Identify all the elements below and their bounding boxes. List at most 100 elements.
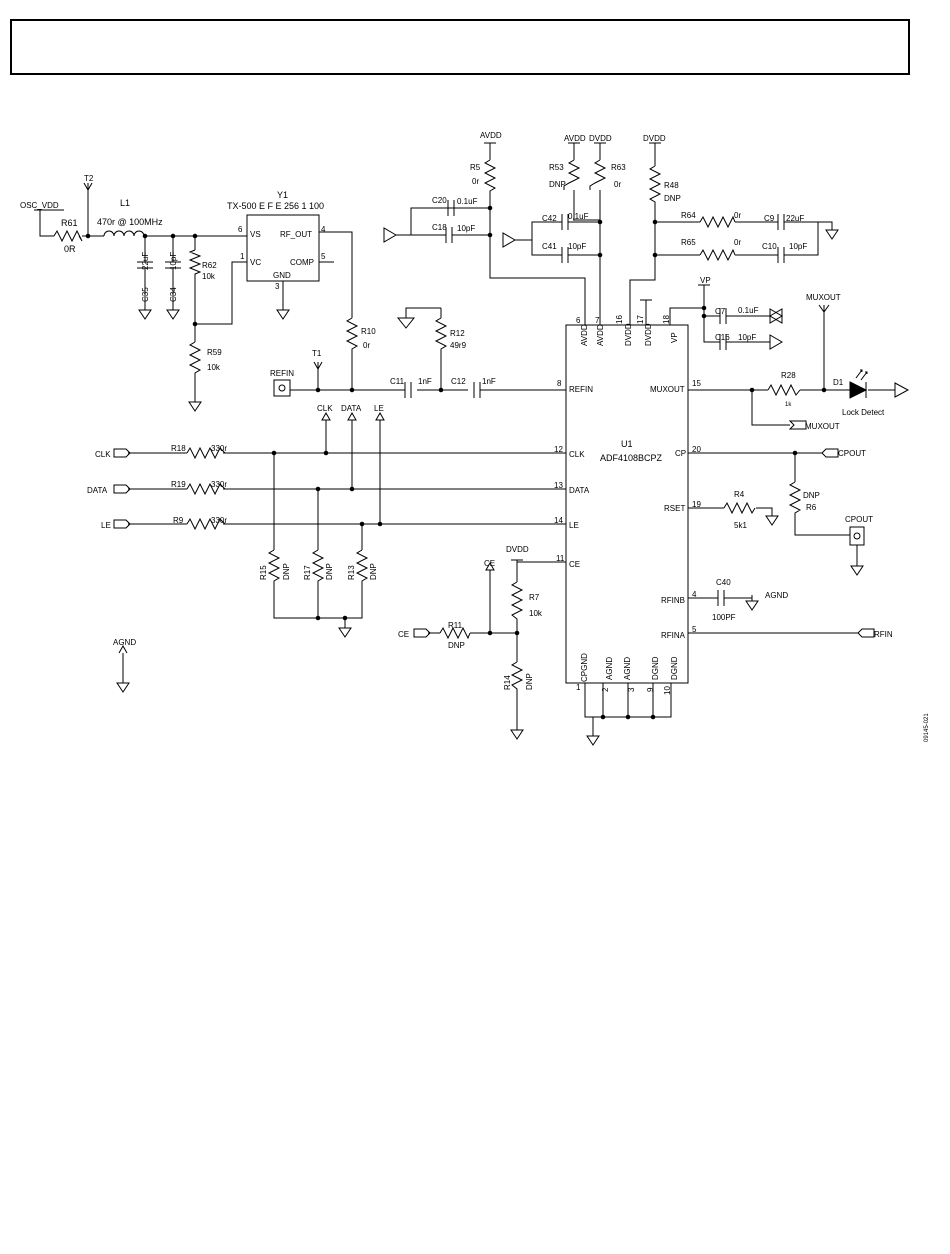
- r48-value: DNP: [664, 194, 681, 203]
- r6-ref: R6: [806, 503, 817, 512]
- u1-pnum-2: 2: [601, 687, 610, 692]
- u1-pnum-9: 9: [646, 687, 655, 692]
- c16-value: 10pF: [738, 333, 756, 342]
- c16-symbol: [719, 334, 732, 350]
- r5-value: 0r: [472, 177, 479, 186]
- u1-pin-dvdd16: DVDD: [624, 323, 633, 346]
- c40-value: 100PF: [712, 613, 736, 622]
- r65-symbol: [699, 248, 736, 262]
- r11-symbol: [439, 626, 471, 640]
- net-dvdd-b: DVDD: [643, 134, 666, 143]
- net-le-in: LE: [101, 521, 111, 530]
- c20-ref: C20: [432, 196, 447, 205]
- u1-pnum-13: 13: [554, 481, 563, 490]
- r28-symbol: [767, 383, 801, 397]
- net-cpout-port: CPOUT: [838, 449, 866, 458]
- net-agnd-left: AGND: [113, 638, 136, 647]
- c20-symbol: [447, 200, 490, 216]
- r11-value: DNP: [448, 641, 465, 650]
- r59-ref: R59: [207, 348, 222, 357]
- r48-symbol: [648, 165, 662, 204]
- c41-value: 10pF: [568, 242, 586, 251]
- c35-value: 22uF: [141, 252, 150, 270]
- r17-value: DNP: [325, 563, 334, 580]
- net-labels: OSC_VDD T2 T1 REFIN AVDD AVDD DVDD DVDD …: [20, 131, 930, 742]
- r9-value: 330r: [211, 516, 227, 525]
- r61-ref: R61: [61, 218, 78, 228]
- c10-value: 10pF: [789, 242, 807, 251]
- r63-value: 0r: [614, 180, 621, 189]
- c35-ref: C35: [141, 287, 150, 302]
- u1-pnum-5: 5: [692, 625, 697, 634]
- u1-pin-muxout: MUXOUT: [650, 385, 685, 394]
- u1-pnum-12: 12: [554, 445, 563, 454]
- r53-symbol: [563, 159, 581, 190]
- y1-oscillator: Y1 TX-500 E F E 256 1 100 VS VC RF_OUT C…: [227, 190, 326, 291]
- net-ce-in: CE: [398, 630, 409, 639]
- c40-ref: C40: [716, 578, 731, 587]
- u1-part: ADF4108BCPZ: [600, 453, 663, 463]
- ports: [113, 379, 875, 638]
- clk-input-port: [113, 448, 131, 458]
- r64-value: 0r: [734, 211, 741, 220]
- r62-value: 10k: [202, 272, 216, 281]
- u1-pnum-19: 19: [692, 500, 701, 509]
- rfin-port: [857, 628, 875, 638]
- r14-value: DNP: [525, 673, 534, 690]
- r10-value: 0r: [363, 341, 370, 350]
- r17-symbol: [311, 549, 325, 584]
- r18-value: 330r: [211, 444, 227, 453]
- d1-value: Lock Detect: [842, 408, 885, 417]
- r19-ref: R19: [171, 480, 186, 489]
- r61-symbol: [53, 229, 83, 243]
- l1-value: 470r @ 100MHz: [97, 217, 163, 227]
- resistors: [53, 159, 802, 690]
- le-input-port: [113, 519, 131, 529]
- y1-pin-vs: VS: [250, 230, 261, 239]
- r53-ref: R53: [549, 163, 564, 172]
- c7-ref: C7: [715, 307, 726, 316]
- r28-ref: R28: [781, 371, 796, 380]
- u1-pin-agnd3: AGND: [623, 657, 632, 680]
- data-input-port: [113, 484, 131, 494]
- net-dvdd-c: DVDD: [506, 545, 529, 554]
- r4-symbol: [723, 501, 756, 515]
- c41-symbol: [561, 247, 575, 263]
- y1-pnum-3: 3: [275, 282, 280, 291]
- y1-pnum-4: 4: [321, 225, 326, 234]
- u1-pin-avdd7: AVDD: [596, 324, 605, 346]
- net-muxout-port: MUXOUT: [805, 422, 840, 431]
- r7-value: 10k: [529, 609, 543, 618]
- r63-ref: R63: [611, 163, 626, 172]
- title-block: [10, 19, 910, 75]
- c34-ref: C34: [169, 287, 178, 302]
- r65-ref: R65: [681, 238, 696, 247]
- net-t2: T2: [84, 174, 94, 183]
- r53-value: DNP: [549, 180, 566, 189]
- c41-ref: C41: [542, 242, 557, 251]
- u1-pin-refin: REFIN: [569, 385, 593, 394]
- y1-pnum-5: 5: [321, 252, 326, 261]
- y1-pin-gnd: GND: [273, 271, 291, 280]
- r18-symbol: [186, 446, 226, 460]
- c10-symbol: [777, 247, 790, 263]
- c11-ref: C11: [390, 377, 405, 386]
- r19-value: 330r: [211, 480, 227, 489]
- u1-pnum-20: 20: [692, 445, 701, 454]
- u1-pin-dvdd17: DVDD: [644, 323, 653, 346]
- net-avdd-a: AVDD: [480, 131, 502, 140]
- net-data-in: DATA: [87, 486, 108, 495]
- r48-ref: R48: [664, 181, 679, 190]
- c9-ref: C9: [764, 214, 775, 223]
- c7-symbol: [719, 308, 732, 324]
- net-data-tp: DATA: [341, 404, 362, 413]
- r18-ref: R18: [171, 444, 186, 453]
- r19-symbol: [186, 482, 226, 496]
- u1-pin-rset: RSET: [664, 504, 685, 513]
- r11-ref: R11: [448, 621, 463, 630]
- ce-input-port: [413, 628, 431, 638]
- net-rfin-port: RFIN: [874, 630, 893, 639]
- r13-symbol: [355, 549, 369, 584]
- u1-pnum-7: 7: [595, 316, 600, 325]
